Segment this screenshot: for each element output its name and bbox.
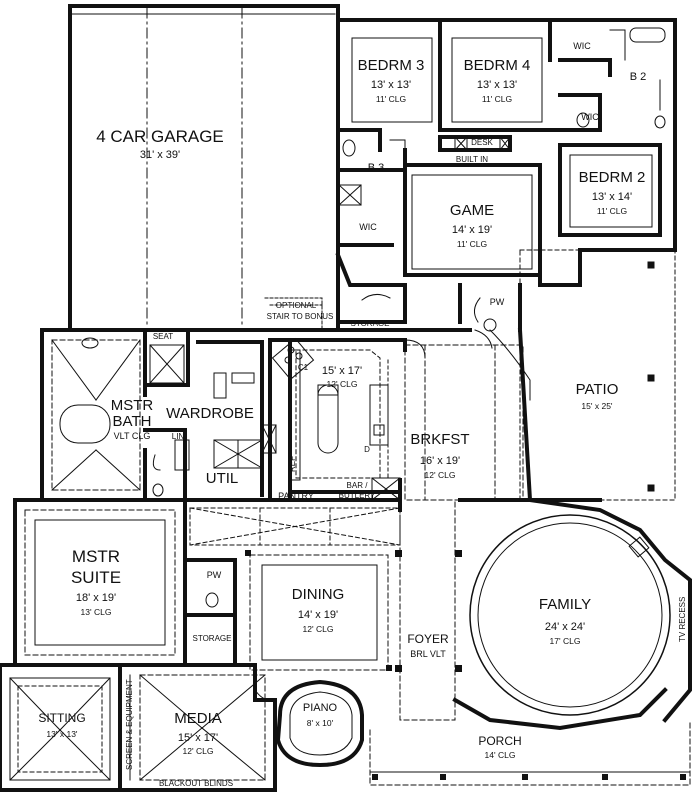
wic-b3-label: WIC [359, 222, 377, 232]
bedrm4-dims: 13' x 13' [476, 79, 518, 91]
mstr-suite-clg: 13' CLG [80, 607, 112, 617]
family-clg: 17' CLG [549, 636, 581, 646]
mstr-suite-label-2: SUITE [70, 568, 122, 587]
bar-butlery-label-1: BAR / [346, 481, 368, 490]
b2-label: B 2 [629, 71, 647, 83]
media-clg: 12' CLG [182, 746, 214, 756]
garage-dims: 31' x 39' [139, 149, 181, 161]
screen-equipment-label: SCREEN & EQUIPMENT [125, 679, 134, 770]
brkfst-dims: 16' x 19' [419, 455, 461, 467]
porch-label: PORCH [478, 734, 522, 748]
bedrm4-label: BEDRM 4 [463, 57, 531, 74]
desk-label: DESK [471, 138, 493, 147]
d-label: D [364, 445, 370, 454]
dining-clg: 12' CLG [302, 624, 334, 634]
wic-top-label: WIC [573, 41, 591, 51]
dining-walls [189, 499, 456, 721]
patio-label: PATIO [575, 381, 619, 398]
porch-clg: 14' CLG [484, 750, 516, 760]
patio-dims: 15' x 25' [581, 401, 613, 411]
c1-label: C1 [297, 363, 309, 372]
piano-walls [275, 679, 364, 768]
piano-dims: 8' x 10' [306, 718, 334, 728]
kitchen-dims: 15' x 17' [321, 365, 363, 377]
sitting-dims: 13' x 13' [46, 729, 78, 739]
mstr-bath-clg: VLT CLG [113, 431, 151, 441]
pw-upper-label: PW [489, 297, 505, 307]
brkfst-label: BRKFST [410, 431, 470, 448]
garage-label: 4 CAR GARAGE [96, 127, 224, 146]
foyer-label: FOYER [407, 632, 449, 646]
bedrm2-dims: 13' x 14' [591, 191, 633, 203]
bedrm2-clg: 11' CLG [596, 206, 628, 216]
dining-dims: 14' x 19' [297, 609, 339, 621]
sitting-label: SITTING [38, 711, 86, 725]
util-label: UTIL [205, 470, 239, 487]
kitchen-clg: 12' CLG [326, 379, 358, 389]
piano-label: PIANO [302, 702, 338, 714]
optional-stair-label-1: OPTIONAL [275, 301, 317, 310]
ref-label: REF [288, 456, 297, 472]
game-label: GAME [449, 202, 495, 219]
pw-lower-label: PW [206, 570, 222, 580]
tv-recess-label: TV RECESS [678, 596, 687, 642]
optional-stair-label-2: STAIR TO BONUS [266, 312, 334, 321]
bedrm3-dims: 13' x 13' [370, 79, 412, 91]
game-dims: 14' x 19' [451, 224, 493, 236]
mstr-bath-label-2: BATH [112, 413, 152, 430]
bedrm3-label: BEDRM 3 [357, 57, 425, 74]
mstr-suite-label-1: MSTR [71, 547, 121, 566]
storage-lower-label: STORAGE [192, 634, 232, 643]
wardrobe-label: WARDROBE [166, 405, 254, 422]
family-label: FAMILY [538, 596, 592, 613]
wic-b2-label: WIC [581, 112, 599, 122]
family-dims: 24' x 24' [544, 621, 586, 633]
foyer-clg: BRL VLT [410, 649, 446, 659]
porch [369, 719, 691, 786]
family-walls [452, 498, 692, 731]
mstr-bath-label-1: MSTR [110, 397, 154, 414]
patio [517, 249, 676, 502]
b3-label: B 3 [367, 162, 385, 174]
mstr-suite-dims: 18' x 19' [75, 592, 117, 604]
game-clg: 11' CLG [456, 239, 488, 249]
media-dims: 15' x 17' [177, 732, 219, 744]
pantry-label: PANTRY [278, 491, 314, 501]
bedrm2-label: BEDRM 2 [578, 169, 646, 186]
media-walls [118, 558, 277, 792]
bedrm4-clg: 11' CLG [481, 94, 513, 104]
bedrm3-clg: 11' CLG [375, 94, 407, 104]
seat-label: SEAT [152, 332, 174, 341]
built-in-label: BUILT IN [455, 155, 489, 164]
bar-butlery-label-2: BUTLERY [338, 491, 376, 500]
brkfst-clg: 12' CLG [424, 470, 456, 480]
garage-walls [68, 4, 340, 332]
lin-label: LIN [171, 432, 185, 441]
media-label: MEDIA [174, 710, 222, 727]
storage-upper-label: STORAGE [350, 319, 390, 328]
blackout-blinds-label: BLACKOUT BLINDS [158, 779, 234, 788]
dining-label: DINING [291, 586, 345, 603]
